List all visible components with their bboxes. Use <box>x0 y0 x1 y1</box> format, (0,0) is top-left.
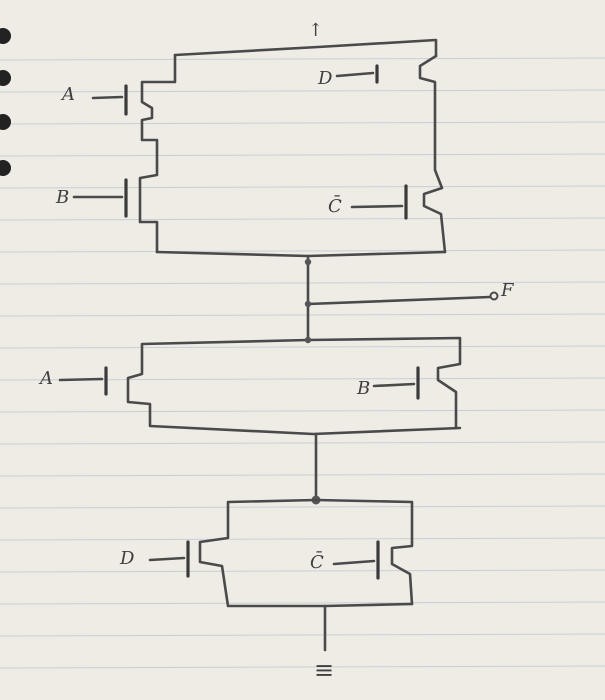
pull-down-parallel-ab <box>58 336 462 436</box>
ground-icon: ≡ <box>314 656 334 684</box>
label-d-pu: D <box>317 68 333 89</box>
binding-holes <box>0 28 11 176</box>
label-a-pu: A <box>60 84 75 105</box>
label-c-bar-pd: C̄ <box>310 550 324 573</box>
pull-down-parallel-dc <box>148 432 414 652</box>
label-b-pu: B <box>55 187 69 208</box>
ruled-lines <box>0 57 605 669</box>
label-b-pd: B <box>356 378 370 399</box>
output-label: F <box>500 280 515 301</box>
label-c-bar-pu: C̄ <box>328 194 342 217</box>
output-node <box>304 254 499 342</box>
label-a-pd: A <box>38 368 53 389</box>
label-d-pd: D <box>119 548 135 569</box>
pull-up-network <box>72 38 447 258</box>
vdd-arrow: ↑ <box>308 20 323 41</box>
